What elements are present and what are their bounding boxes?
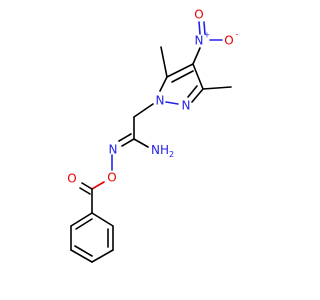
atom-amine-label: NH — [151, 143, 169, 157]
atom-nitro-n: N — [195, 34, 204, 48]
bond-ph-3-4 — [91, 249, 114, 263]
bond-c3-methyl — [202, 86, 232, 90]
atom-nitro-o-top: O — [194, 8, 203, 22]
bond-ph-6-1 — [70, 212, 93, 227]
atom-pyrazole-n1: N — [156, 94, 165, 108]
bond-c4-c3 — [192, 63, 204, 90]
atom-amine-subscript: 2 — [169, 150, 174, 159]
bond-ph-4-5-double — [74, 245, 93, 257]
bond-c5-c4-double — [171, 70, 194, 83]
bond-n1-c5 — [159, 76, 168, 92]
atom-nitro-o-right: O — [224, 34, 233, 48]
atom-oxime-o: O — [107, 171, 116, 185]
bond-carbonyl-c-o — [81, 182, 93, 190]
atom-nitro-o-right-charge: - — [236, 30, 239, 39]
bond-c5-c4 — [166, 63, 194, 78]
bond-camidine-nh2 — [133, 138, 149, 148]
bond-n2-n1 — [165, 101, 179, 105]
atom-carbonyl-o: O — [67, 172, 76, 186]
bond-camidine-n-double — [118, 133, 132, 142]
molecule-canvas: N + O O - N N N NH2 O O — [67, 8, 239, 263]
bond-ph-6-1-double — [75, 218, 93, 230]
atom-amine: NH2 — [151, 143, 174, 159]
bond-c3-n2 — [191, 88, 204, 103]
bond-ph-1-2 — [91, 212, 114, 227]
bond-carbonyl-c-o-double — [79, 187, 91, 195]
bond-o-carbonyl-c — [91, 181, 105, 190]
bond-nitro-o-top-double — [203, 21, 206, 35]
bond-c3-n2-double — [187, 85, 198, 98]
bond-nitro-o-top — [198, 21, 201, 35]
atom-nitro-n-charge: + — [204, 31, 211, 40]
bond-camidine-n — [121, 138, 135, 147]
atom-pyrazole-n2: N — [182, 99, 191, 113]
bond-c4-nitro — [192, 47, 201, 65]
bond-ph-4-5 — [70, 249, 93, 263]
bond-c5-methyl — [160, 46, 168, 78]
molecule-structure: N + O O - N N N NH2 O O — [67, 8, 239, 263]
bond-n1-ch2 — [133, 103, 154, 118]
atom-amidine-n: N — [109, 143, 118, 157]
